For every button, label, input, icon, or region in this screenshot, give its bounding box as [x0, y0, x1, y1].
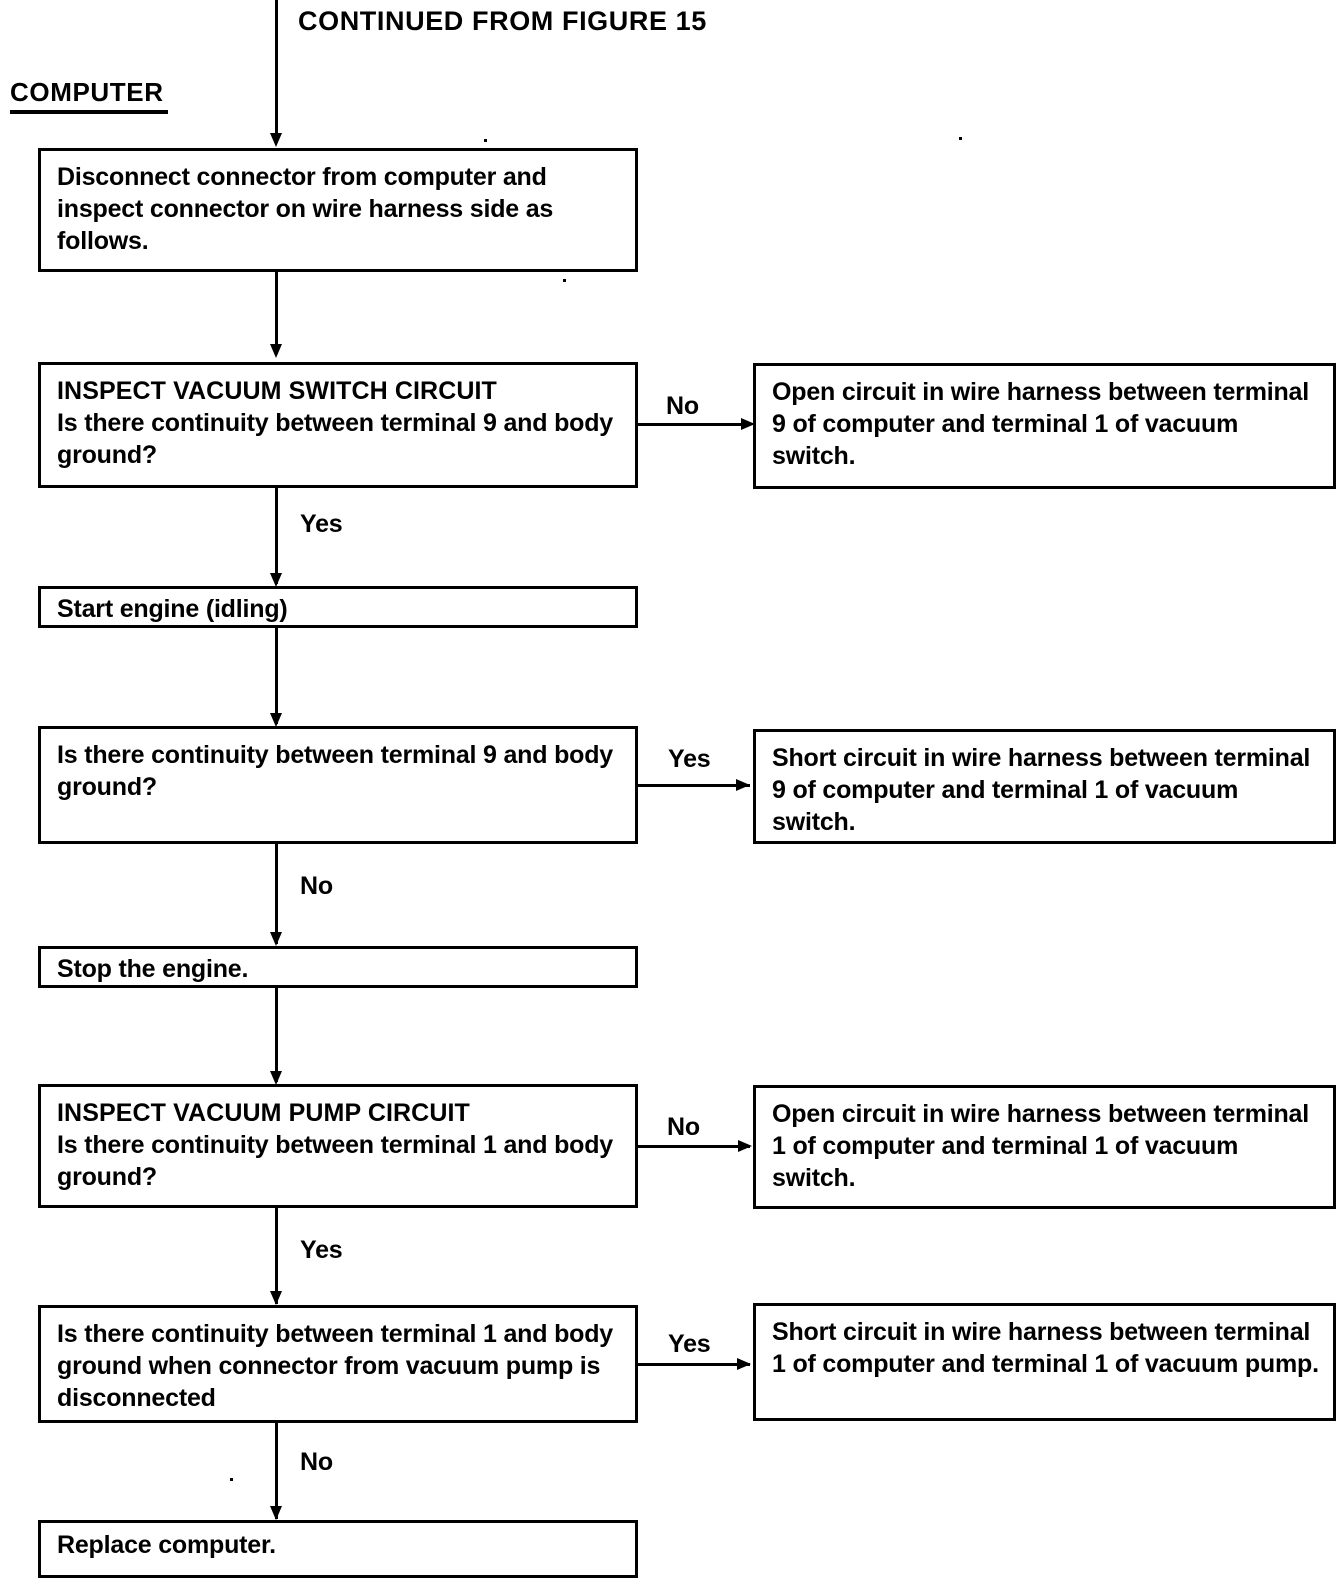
node-open-circuit-vacuum-switch: Open circuit in wire harness between ter…: [753, 363, 1336, 489]
arrowhead-to-open-circuit-switch: [741, 418, 755, 430]
node-short-circuit-vacuum-switch: Short circuit in wire harness between te…: [753, 729, 1336, 844]
connector-stop-engine-to-inspect-pump: [275, 988, 278, 1082]
branch-line-continuity-t1-no: [275, 1423, 278, 1519]
arrowhead-to-stop-engine: [270, 932, 282, 946]
arrowhead-to-short-circuit-switch: [736, 779, 750, 791]
section-label-computer: COMPUTER: [10, 77, 164, 107]
continued-from-caption: CONTINUED FROM FIGURE 15: [298, 6, 707, 36]
connector-disconnect-to-inspect-switch: [275, 272, 278, 354]
scan-speck: [959, 137, 962, 140]
node-body: Is there continuity between terminal 1 a…: [57, 1131, 613, 1191]
node-inspect-vacuum-pump-circuit: INSPECT VACUUM PUMP CIRCUIT Is there con…: [38, 1084, 638, 1208]
branch-line-continuity-t1-yes: [638, 1363, 750, 1366]
edge-label-continuity-t9-no: No: [300, 872, 333, 900]
node-header: INSPECT VACUUM SWITCH CIRCUIT: [57, 377, 497, 405]
edge-label-pump-yes: Yes: [300, 1236, 343, 1264]
node-header: INSPECT VACUUM PUMP CIRCUIT: [57, 1099, 470, 1127]
edge-label-continuity-t1-no: No: [300, 1448, 333, 1476]
edge-label-switch-yes: Yes: [300, 510, 343, 538]
branch-line-switch-yes: [275, 488, 278, 584]
arrowhead-to-disconnect: [270, 133, 282, 147]
section-label-underline: [10, 110, 168, 114]
connector-start-engine-to-continuity-t9: [275, 628, 278, 724]
scan-speck: [484, 139, 487, 142]
connector-from-figure-15: [275, 0, 278, 136]
scan-speck: [230, 1478, 233, 1481]
arrowhead-to-continuity-t1: [270, 1291, 282, 1305]
node-short-circuit-vacuum-pump: Short circuit in wire harness between te…: [753, 1303, 1336, 1421]
node-replace-computer: Replace computer.: [38, 1520, 638, 1578]
branch-line-pump-yes: [275, 1208, 278, 1304]
arrowhead-to-inspect-pump: [270, 1071, 282, 1085]
scan-speck: [563, 279, 566, 282]
node-inspect-vacuum-switch-circuit: INSPECT VACUUM SWITCH CIRCUIT Is there c…: [38, 362, 638, 488]
scan-speck: [1216, 486, 1219, 489]
edge-label-pump-no: No: [667, 1113, 700, 1141]
node-body: Is there continuity between terminal 9 a…: [57, 409, 613, 469]
arrowhead-to-start-engine: [270, 573, 282, 587]
node-continuity-terminal-9: Is there continuity between terminal 9 a…: [38, 726, 638, 844]
arrowhead-to-replace-computer: [270, 1506, 282, 1520]
arrowhead-to-continuity-t9: [270, 713, 282, 727]
node-open-circuit-vacuum-pump: Open circuit in wire harness between ter…: [753, 1085, 1336, 1209]
node-start-engine: Start engine (idling): [38, 586, 638, 628]
branch-line-continuity-t9-yes: [638, 784, 750, 787]
edge-label-continuity-t1-yes: Yes: [668, 1330, 711, 1358]
node-stop-engine: Stop the engine.: [38, 946, 638, 988]
node-disconnect-connector: Disconnect connector from computer and i…: [38, 148, 638, 272]
arrowhead-to-open-circuit-pump: [738, 1140, 752, 1152]
branch-line-continuity-t9-no: [275, 844, 278, 944]
edge-label-switch-no: No: [666, 392, 699, 420]
branch-line-switch-no: [638, 423, 750, 426]
arrowhead-to-inspect-switch: [270, 344, 282, 358]
arrowhead-to-short-circuit-pump: [737, 1358, 751, 1370]
edge-label-continuity-t9-yes: Yes: [668, 745, 711, 773]
node-continuity-terminal-1-pump-disconnected: Is there continuity between terminal 1 a…: [38, 1305, 638, 1423]
branch-line-pump-no: [638, 1145, 750, 1148]
